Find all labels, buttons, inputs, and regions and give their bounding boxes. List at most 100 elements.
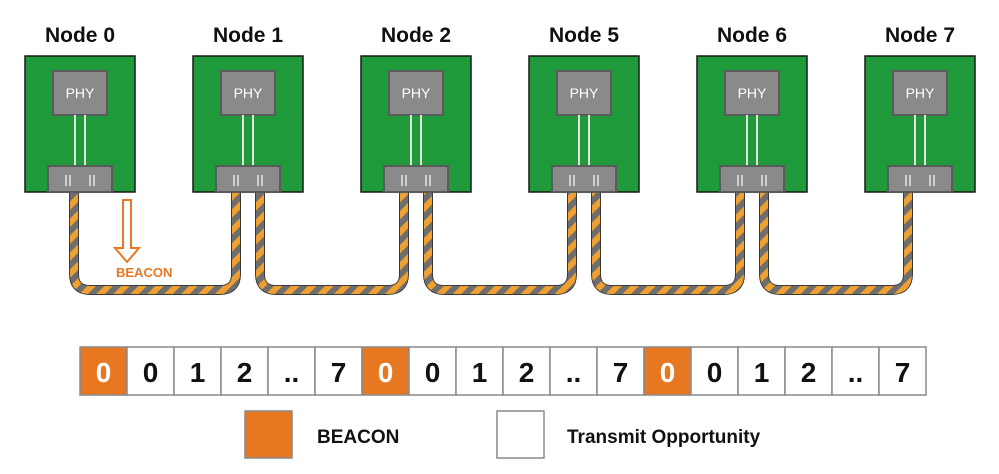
- slot-label: 0: [96, 357, 112, 388]
- legend-transmit-opportunity: Transmit Opportunity: [496, 410, 761, 459]
- node-5: Node 7 PHY: [864, 24, 976, 193]
- phy-label: PHY: [402, 85, 431, 101]
- node-label: Node 1: [213, 24, 283, 47]
- phy-label: PHY: [234, 85, 263, 101]
- slot-label: ..: [284, 357, 300, 388]
- slot-label: 1: [472, 357, 488, 388]
- slot-cell: [737, 346, 786, 396]
- transmit-slot: 0: [690, 346, 739, 396]
- slot-label: 0: [143, 357, 159, 388]
- beacon-slot: 0: [361, 346, 410, 396]
- node-4: Node 6 PHY: [696, 24, 808, 193]
- transmit-slot: 2: [220, 346, 269, 396]
- transmit-slot: 2: [784, 346, 833, 396]
- down-arrow-icon: [112, 199, 142, 264]
- cable-outline: [759, 187, 913, 295]
- cable-outline: [423, 187, 577, 295]
- twisted-pair-cable: [592, 188, 744, 294]
- legend-swatch: [496, 410, 545, 459]
- slot-label: 0: [660, 357, 676, 388]
- node-2: Node 2 PHY: [360, 24, 472, 193]
- transmit-slot: 1: [737, 346, 786, 396]
- twisted-pair-cable: [424, 188, 576, 294]
- twisted-pair-bus: [69, 187, 913, 295]
- slot-label: 7: [613, 357, 629, 388]
- cable-outline: [591, 187, 745, 295]
- slot-label: 2: [237, 357, 253, 388]
- transmit-slot: 7: [596, 346, 645, 396]
- slot-label: 2: [519, 357, 535, 388]
- transmit-slot: ..: [549, 346, 598, 396]
- slot-label: 7: [331, 357, 347, 388]
- slot-label: 0: [378, 357, 394, 388]
- transmit-slot: 0: [408, 346, 457, 396]
- transmit-slot: 1: [173, 346, 222, 396]
- phy-label: PHY: [570, 85, 599, 101]
- slot-label: ..: [848, 357, 864, 388]
- phy-label: PHY: [738, 85, 767, 101]
- node-3: Node 5 PHY: [528, 24, 640, 193]
- beacon-slot: 0: [79, 346, 128, 396]
- slot-cell: [173, 346, 222, 396]
- bus-connector: [551, 165, 617, 193]
- slot-cell: [690, 346, 739, 396]
- phy-label: PHY: [66, 85, 95, 101]
- node-label: Node 0: [45, 24, 115, 47]
- slot-cell: [220, 346, 269, 396]
- slot-cell: [878, 346, 927, 396]
- cable-outline: [255, 187, 409, 295]
- slot-cell: [408, 346, 457, 396]
- node-label: Node 5: [549, 24, 619, 47]
- transmit-slot: 7: [314, 346, 363, 396]
- legend-label: Transmit Opportunity: [567, 427, 761, 448]
- bus-connector: [887, 165, 953, 193]
- slot-cell: [643, 346, 692, 396]
- bus-connector: [47, 165, 113, 193]
- legend: BEACON Transmit Opportunity: [244, 410, 761, 459]
- transmit-slot: 7: [878, 346, 927, 396]
- bus-connector: [719, 165, 785, 193]
- slot-label: 1: [754, 357, 770, 388]
- phy-chip: [724, 70, 780, 116]
- slot-label: 0: [425, 357, 441, 388]
- beacon-arrow: BEACON: [112, 199, 172, 280]
- slot-label: 7: [895, 357, 911, 388]
- slot-cell: [596, 346, 645, 396]
- node-label: Node 6: [717, 24, 787, 47]
- phy-chip: [220, 70, 276, 116]
- node-1: Node 1 PHY: [192, 24, 304, 193]
- twisted-pair-cable: [760, 188, 912, 294]
- phy-chip: [556, 70, 612, 116]
- legend-beacon: BEACON: [244, 410, 399, 459]
- slot-label: ..: [566, 357, 582, 388]
- transmit-slot: 0: [126, 346, 175, 396]
- slot-cell: [314, 346, 363, 396]
- transmit-slot: ..: [267, 346, 316, 396]
- slot-label: 1: [190, 357, 206, 388]
- transmit-slot: ..: [831, 346, 880, 396]
- node-label: Node 2: [381, 24, 451, 47]
- bus-connector: [215, 165, 281, 193]
- transmit-slot: 2: [502, 346, 551, 396]
- phy-chip: [892, 70, 948, 116]
- transmit-slot: 1: [455, 346, 504, 396]
- slot-cell: [831, 346, 880, 396]
- slot-label: 2: [801, 357, 817, 388]
- bus-connector: [383, 165, 449, 193]
- node-label: Node 7: [885, 24, 955, 47]
- beacon-slot: 0: [643, 346, 692, 396]
- slot-cell: [455, 346, 504, 396]
- node-0: Node 0 PHY: [24, 24, 136, 193]
- beacon-arrow-label: BEACON: [116, 265, 172, 280]
- twisted-pair-cable: [70, 188, 240, 294]
- slot-cell: [549, 346, 598, 396]
- twisted-pair-cable: [256, 188, 408, 294]
- phy-chip: [52, 70, 108, 116]
- slot-label: 0: [707, 357, 723, 388]
- phy-label: PHY: [906, 85, 935, 101]
- slot-cell: [126, 346, 175, 396]
- legend-label: BEACON: [317, 427, 399, 448]
